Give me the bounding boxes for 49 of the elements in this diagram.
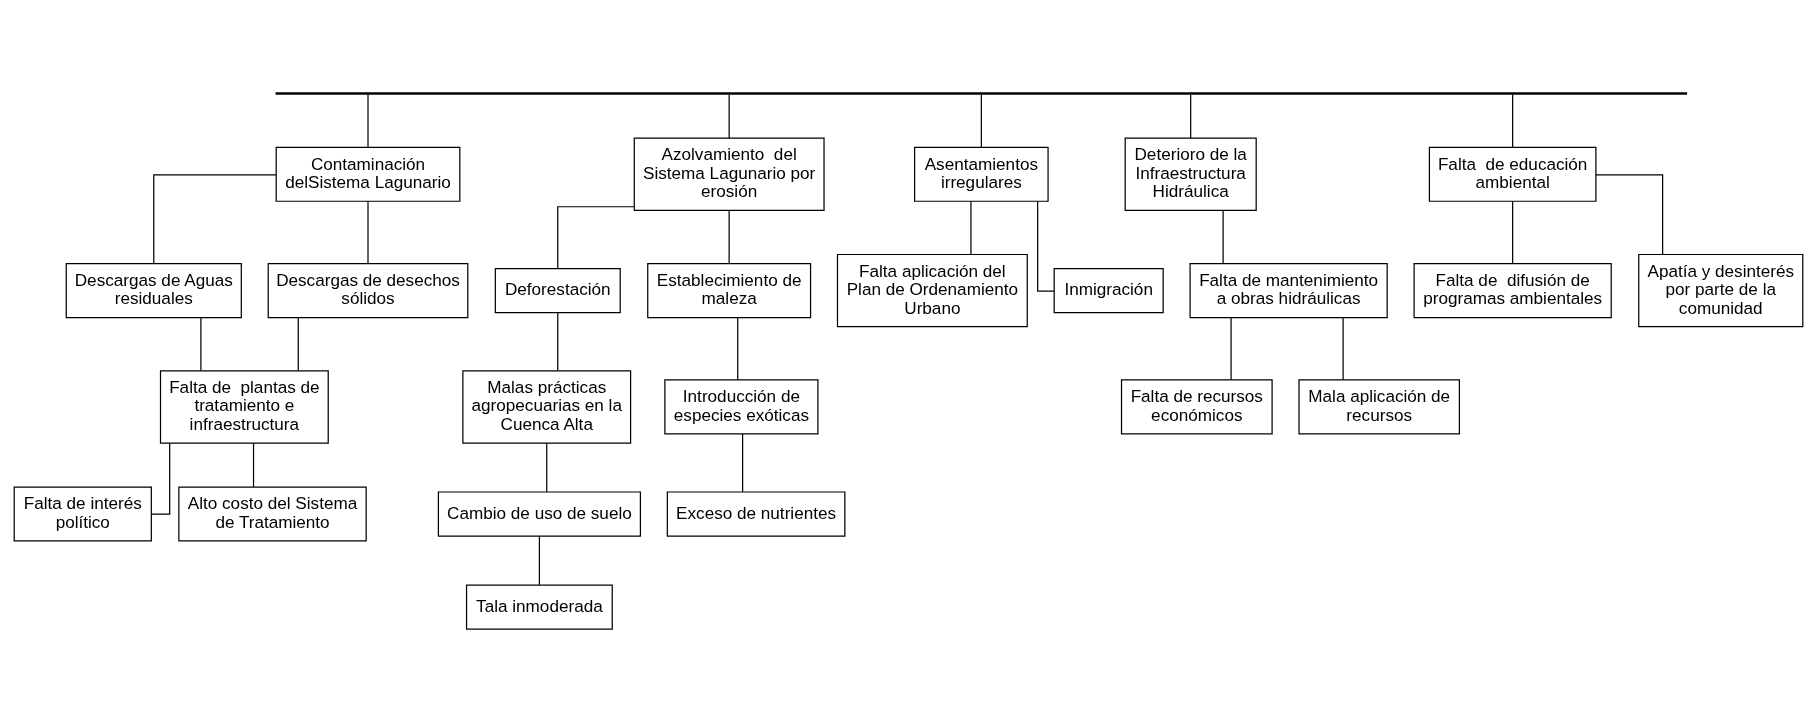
node-box: Apatía y desinterés por parte de la comunidad	[1638, 253, 1804, 328]
node-box: Deforestación	[494, 267, 621, 314]
node-box: Falta de educación ambiental	[1428, 146, 1597, 202]
node-box: Descargas de Aguas residuales	[65, 263, 242, 319]
node-box: Establecimiento de maleza	[647, 263, 812, 319]
connector	[742, 433, 744, 493]
node-box: Introducción de especies exóticas	[664, 379, 819, 435]
node-box: Falta de interés político	[13, 486, 152, 542]
connector	[367, 93, 369, 148]
connector	[737, 316, 739, 381]
connector	[980, 93, 982, 148]
node-box: Falta aplicación del Plan de Ordenamiento Urbano	[836, 253, 1028, 328]
connector	[546, 442, 548, 493]
node-box: Malas prácticas agropecuarias en la Cuenca Alta	[462, 370, 632, 444]
node-bar	[275, 92, 1688, 95]
node-box: Tala inmoderada	[465, 584, 613, 630]
node-box: Deterioro de la Infraestructura Hidráulica	[1124, 137, 1257, 212]
connector	[1595, 174, 1664, 255]
node-box: Falta de plantas de tratamiento e infraestructura	[159, 370, 329, 444]
connector	[367, 200, 369, 264]
node-box: Mala aplicación de recursos	[1298, 379, 1460, 435]
node-box: Asentamientos irregulares	[914, 146, 1049, 202]
node-box: Cambio de uso de suelo	[437, 491, 641, 537]
connector	[557, 206, 635, 269]
node-box: Descargas de desechos sólidos	[267, 263, 469, 319]
connector	[1512, 93, 1514, 148]
connector	[1230, 316, 1232, 381]
connector	[728, 209, 730, 264]
connector	[970, 200, 972, 255]
connector	[1342, 316, 1344, 381]
connector	[557, 312, 559, 371]
connector	[1190, 93, 1192, 139]
node-box: Falta de mantenimiento a obras hidráulicas	[1189, 263, 1388, 319]
connector	[252, 442, 255, 488]
node-box: Alto costo del Sistema de Tratamiento	[178, 486, 367, 542]
connector	[538, 535, 540, 586]
node-box: Contaminación delSistema Lagunario	[275, 146, 461, 202]
connector	[1222, 209, 1224, 264]
connector	[1037, 200, 1055, 292]
node-box: Exceso de nutrientes	[666, 491, 846, 537]
node-box: Falta de recursos económicos	[1120, 379, 1273, 435]
connector	[200, 316, 202, 371]
node-box: Azolvamiento del Sistema Lagunario por erosión	[633, 137, 825, 212]
node-box: Falta de difusión de programas ambientales	[1413, 263, 1612, 319]
connector	[1512, 200, 1514, 264]
connector	[297, 316, 299, 371]
connector	[153, 174, 277, 264]
node-box: Inmigración	[1053, 267, 1164, 314]
connector	[728, 93, 730, 139]
